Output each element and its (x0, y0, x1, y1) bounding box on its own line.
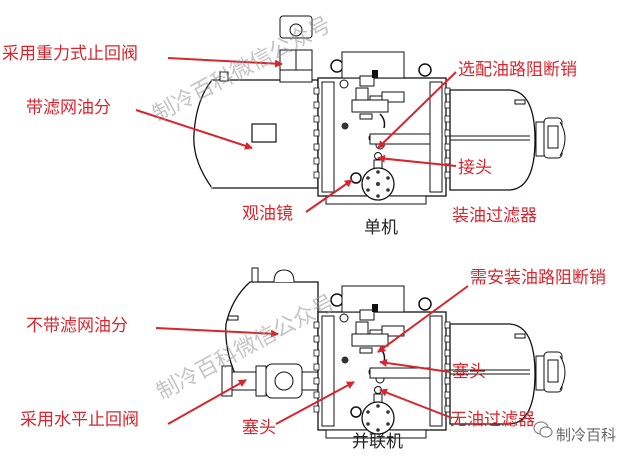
arrow-oil-separator-bottom (155, 327, 279, 338)
arrow-check-valve-top (167, 57, 283, 68)
arrow-fitting-top (377, 154, 457, 167)
label-optional-oil-block-pin: 选配油路阻断销 (458, 60, 577, 80)
label-no-oil-filter: 无油过滤器 (450, 410, 535, 430)
label-horizontal-check-valve: 采用水平止回阀 (20, 410, 139, 430)
label-filtered-oil-separator: 带滤网油分 (26, 98, 111, 118)
arrow-check-valve-bottom (167, 379, 247, 425)
arrow-plug-bottom-right (379, 359, 451, 373)
label-plug-right: 塞头 (452, 362, 486, 382)
arrow-oil-block-pin-bottom (377, 285, 469, 353)
arrow-plug-bottom-left (275, 381, 355, 425)
caption-single-unit: 单机 (364, 218, 398, 238)
arrow-sight-glass-top (305, 179, 353, 213)
top-compressor-unit (193, 15, 566, 205)
arrow-oil-block-pin-top (377, 71, 457, 149)
brand-name: 制冷百科 (556, 426, 617, 444)
arrow-no-filter-bottom (379, 388, 453, 419)
label-gravity-check-valve: 采用重力式止回阀 (2, 44, 138, 64)
wechat-icon (533, 421, 553, 438)
caption-parallel-unit: 并联机 (352, 432, 403, 452)
label-sight-glass: 观油镜 (242, 204, 293, 224)
label-plug-left: 塞头 (242, 418, 276, 438)
label-required-oil-block-pin: 需安装油路阻断销 (470, 268, 606, 288)
annotation-arrows (135, 57, 469, 425)
label-fitting: 接头 (458, 158, 492, 178)
label-no-filter-oil-separator: 不带滤网油分 (26, 316, 128, 336)
label-oil-filter: 装油过滤器 (452, 206, 537, 226)
arrow-oil-separator-top (135, 109, 253, 150)
